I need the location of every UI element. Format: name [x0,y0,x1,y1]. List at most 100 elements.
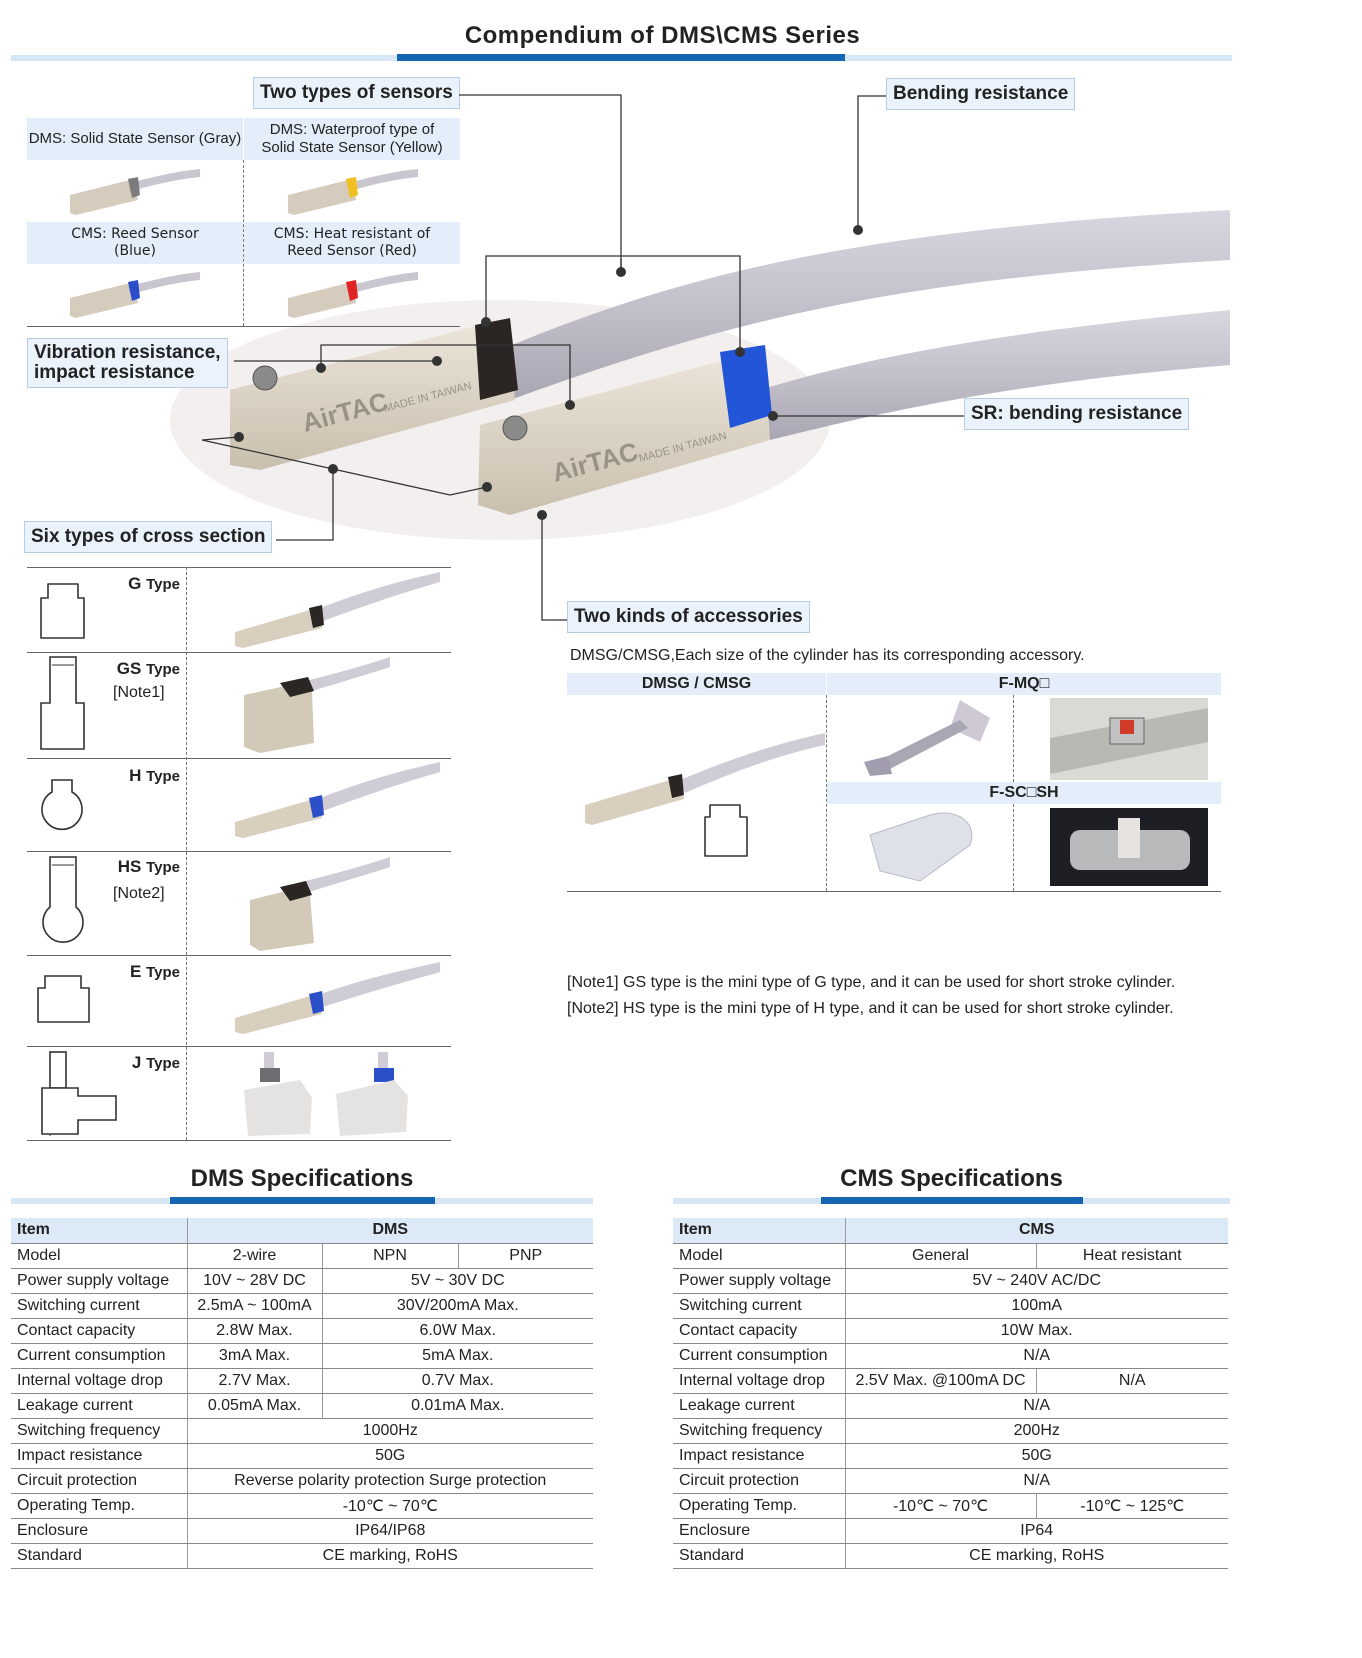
cs-rule [27,955,451,956]
spec-value: N/A [844,1393,1228,1419]
sensor-type-dms-yellow: DMS: Waterproof type of Solid State Sens… [244,118,460,160]
spec-item: Internal voltage drop [673,1368,845,1394]
dms-head-dms: DMS [186,1218,593,1244]
spec-item: Switching current [11,1293,187,1319]
callout-vibration-line2: impact resistance [34,362,195,383]
sensor-photo-red [288,272,418,318]
spec-value: 30V/200mA Max. [321,1293,593,1319]
spec-value: 2-wire [186,1243,322,1269]
spec-item: Contact capacity [11,1318,187,1344]
acc-head-fmq: F-MQ□ [827,673,1221,695]
spec-value: NPN [321,1243,458,1269]
cs-rule-bottom [27,1140,451,1141]
cs-type-hs-note: [Note2] [113,885,165,902]
cs-photo-j [244,1052,408,1136]
cs-rule [27,851,451,852]
cms-row: Internal voltage drop 2.5V Max. @100mA D… [673,1368,1228,1394]
cs-shape-j [41,1051,117,1136]
sensor-type-cms-blue: CMS: Reed Sensor (Blue) [27,222,243,264]
spec-item: Model [673,1243,845,1269]
back-sensor-cap [475,318,518,400]
spec-item: Internal voltage drop [11,1368,187,1394]
back-sensor-screw [252,365,278,391]
cs-type-h-label: H Type [129,766,180,785]
cs-shape-hs [42,856,84,943]
spec-value: 5V ~ 240V AC/DC [844,1268,1228,1294]
spec-value: 10V ~ 28V DC [186,1268,322,1294]
cs-shape-e [37,975,90,1023]
title-underline-accent [397,54,845,61]
sensor-photo-gray [70,169,200,215]
cms-head-cms: CMS [844,1218,1228,1244]
spec-value: 5mA Max. [321,1343,593,1369]
cs-type-gs-note: [Note1] [113,684,165,701]
spec-item: Switching frequency [11,1418,187,1444]
acc-photo-fmq-mounted [1050,698,1208,780]
spec-value: -10℃ ~ 70℃ [186,1493,593,1519]
leader-lines [201,94,964,621]
dms-spec-table: Item DMS Model 2-wire NPN PNP Power supp… [11,1218,593,1569]
dms-row-model: Model 2-wire NPN PNP [11,1243,593,1269]
spec-item: Operating Temp. [11,1493,187,1519]
spec-value: 1000Hz [186,1418,593,1444]
acc-photo-fsc-bracket [869,812,973,882]
spec-value: 50G [844,1443,1228,1469]
spec-item: Impact resistance [11,1443,187,1469]
front-sensor-screw [502,415,528,441]
cs-type-hs-label: HS Type [117,857,180,876]
spec-value: 0.01mA Max. [321,1393,593,1419]
cs-photo-gs [244,657,390,753]
cs-shape-gs [40,656,85,750]
spec-value: 5V ~ 30V DC [321,1268,593,1294]
cs-type-g-label: G Type [128,574,180,593]
cs-photo-hs [250,857,390,951]
sensor-grid-bottom-rule [27,326,460,327]
spec-value: Reverse polarity protection Surge protec… [186,1468,593,1494]
spec-value: 50G [186,1443,593,1469]
spec-item: Standard [673,1543,845,1569]
spec-value: 200Hz [844,1418,1228,1444]
spec-value: Heat resistant [1035,1243,1228,1269]
spec-value: 0.7V Max. [321,1368,593,1394]
spec-item: Enclosure [673,1518,845,1544]
spec-value: PNP [457,1243,593,1269]
spec-item: Enclosure [11,1518,187,1544]
page-title: Compendium of DMS\CMS Series [464,22,861,49]
spec-value: CE marking, RoHS [844,1543,1228,1569]
cs-rule [27,758,451,759]
spec-item: Leakage current [11,1393,187,1419]
spec-value: General [844,1243,1036,1269]
cms-spec-underline-accent [821,1197,1083,1204]
acc-divider [1013,695,1014,782]
spec-item: Leakage current [673,1393,845,1419]
dms-head-item: Item [11,1218,187,1244]
spec-value: 6.0W Max. [321,1318,593,1344]
front-sensor-cap [720,345,772,428]
spec-value: 10W Max. [844,1318,1228,1344]
note-2: [Note2] HS type is the mini type of H ty… [567,1000,1174,1017]
spec-value: N/A [844,1343,1228,1369]
sensor-photo-yellow [288,169,418,215]
spec-item: Operating Temp. [673,1493,845,1519]
front-cable [760,310,1230,440]
cs-photo-e [235,962,440,1034]
acc-photo-fmq-bracket [864,700,990,776]
cms-spec-title: CMS Specifications [840,1165,1063,1192]
callout-two-accessories: Two kinds of accessories [567,601,810,633]
cs-type-gs-label: GS Type [116,659,180,678]
cms-spec-table: Item CMS Model General Heat resistant Po… [673,1218,1228,1569]
spec-item: Switching current [673,1293,845,1319]
callout-sr-bending-resistance: SR: bending resistance [964,398,1190,430]
